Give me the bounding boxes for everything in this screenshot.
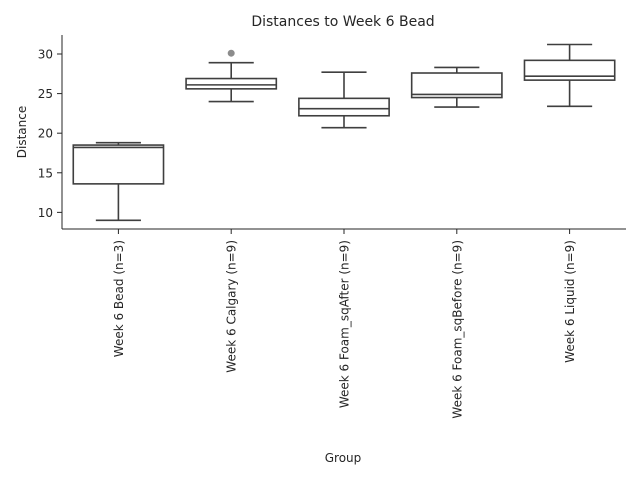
x-tick-label: Week 6 Foam_sqAfter (n=9) (338, 240, 352, 408)
box-group (523, 43, 616, 108)
y-tick-label: 15 (38, 166, 53, 180)
y-tick-label: 25 (38, 87, 53, 101)
iqr-box (298, 97, 390, 117)
x-axis-label: Group (325, 451, 362, 465)
y-tick-label: 30 (38, 48, 53, 62)
x-tick-label: Week 6 Liquid (n=9) (563, 240, 577, 363)
boxes (72, 43, 616, 222)
y-axis-label: Distance (15, 106, 29, 158)
x-tick-label: Week 6 Foam_sqBefore (n=9) (450, 240, 464, 419)
iqr-box (72, 144, 165, 185)
iqr-box (185, 77, 278, 90)
box-group (185, 49, 278, 103)
chart-title: Distances to Week 6 Bead (251, 14, 434, 30)
x-tick-label: Week 6 Calgary (n=9) (225, 240, 239, 373)
y-ticks: 10 15 20 25 30 (38, 48, 62, 220)
x-tick-label: Week 6 Bead (n=3) (112, 240, 126, 357)
iqr-box (523, 59, 616, 81)
outlier-point (227, 49, 235, 57)
box-group (72, 141, 165, 222)
iqr-box (410, 72, 503, 99)
box-group (410, 66, 503, 108)
x-ticks: Week 6 Bead (n=3) Week 6 Calgary (n=9) Wee… (112, 229, 577, 419)
y-tick-label: 20 (38, 127, 53, 141)
y-tick-label: 10 (38, 206, 53, 220)
box-group (298, 71, 390, 129)
